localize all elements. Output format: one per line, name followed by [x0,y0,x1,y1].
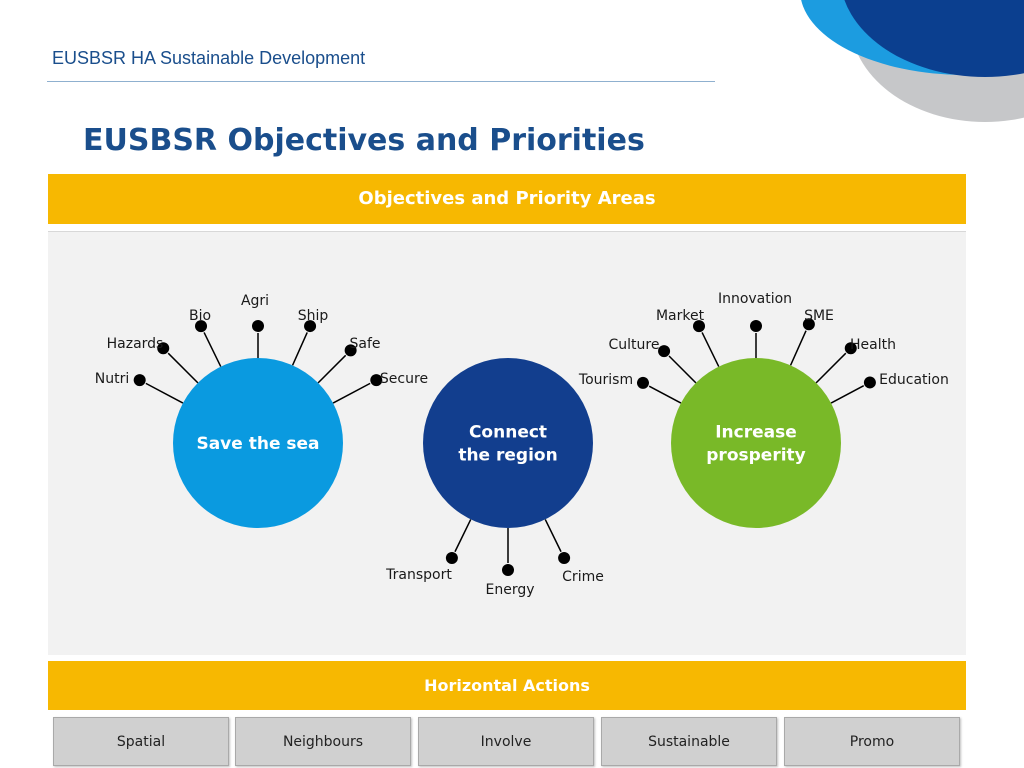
objectives-band: Objectives and Priority Areas [48,174,966,224]
spoke-line-market [701,332,720,367]
spoke-line-nutri [145,382,184,404]
header-divider [47,81,715,82]
action-spatial[interactable]: Spatial [53,717,229,766]
spoke-line-hazards [167,352,199,384]
spoke-dot-market [693,320,706,333]
spoke-dot-transport [445,552,458,565]
objective-label: Save the sea [196,434,319,454]
priority-area-education: Education [879,372,949,388]
spoke-line-sme [789,330,807,366]
spoke-dot-agri [252,320,264,332]
spoke-line-safe [317,354,347,384]
spoke-dot-innovation [750,320,762,332]
objective-label: the region [458,446,557,466]
spoke-dot-ship [304,320,317,333]
spoke-line-transport [454,519,472,553]
priority-area-nutri: Nutri [95,371,129,387]
objective-circle-increase-prosperity [671,358,841,528]
priority-area-sme: SME [804,308,834,324]
priority-area-agri: Agri [241,293,269,309]
spoke-dot-health [844,342,857,355]
spoke-line-ship [291,332,308,366]
priority-area-tourism: Tourism [578,372,633,388]
spoke-dot-secure [370,374,383,387]
priority-area-hazards: Hazards [107,336,164,352]
priority-area-innovation: Innovation [718,291,792,307]
spoke-dot-culture [658,345,671,358]
priority-area-energy: Energy [485,582,534,598]
spoke-dot-education [863,376,876,389]
page-title: EUSBSR Objectives and Priorities [83,123,645,158]
objective-label: Increase [715,423,797,443]
spoke-dot-tourism [636,376,649,389]
objective-label: prosperity [706,446,805,466]
priority-area-ship: Ship [298,308,329,324]
objective-label: Connect [469,423,547,443]
priority-area-health: Health [850,337,896,353]
action-sustainable[interactable]: Sustainable [601,717,777,766]
spoke-line-health [815,352,847,384]
priority-area-bio: Bio [189,308,211,324]
spoke-dot-energy [502,564,514,576]
action-involve[interactable]: Involve [418,717,594,766]
spoke-line-secure [332,382,371,404]
spoke-dot-crime [558,552,571,565]
header-title: EUSBSR HA Sustainable Development [52,48,366,68]
horizontal-actions-band: Horizontal Actions [48,661,966,710]
priority-area-culture: Culture [609,337,660,353]
spoke-dot-hazards [157,342,170,355]
spoke-line-crime [544,519,562,553]
priority-area-secure: Secure [380,371,428,387]
spoke-line-education [830,385,865,404]
priority-area-transport: Transport [385,567,452,583]
spoke-dot-bio [195,320,208,333]
spoke-dot-sme [802,318,815,331]
spoke-dot-nutri [133,374,146,387]
horizontal-actions-row: Spatial Neighbours Involve Sustainable P… [53,717,963,768]
priority-area-safe: Safe [349,336,380,352]
objective-circle-connect-the-region [423,358,593,528]
objective-circle-save-the-sea [173,358,343,528]
priority-area-market: Market [656,308,705,324]
priority-area-crime: Crime [562,569,604,585]
action-promo[interactable]: Promo [784,717,960,766]
spoke-line-culture [668,355,697,384]
action-neighbours[interactable]: Neighbours [235,717,411,766]
spoke-line-bio [203,332,222,367]
spoke-line-tourism [648,385,682,404]
spoke-dot-safe [344,344,357,357]
